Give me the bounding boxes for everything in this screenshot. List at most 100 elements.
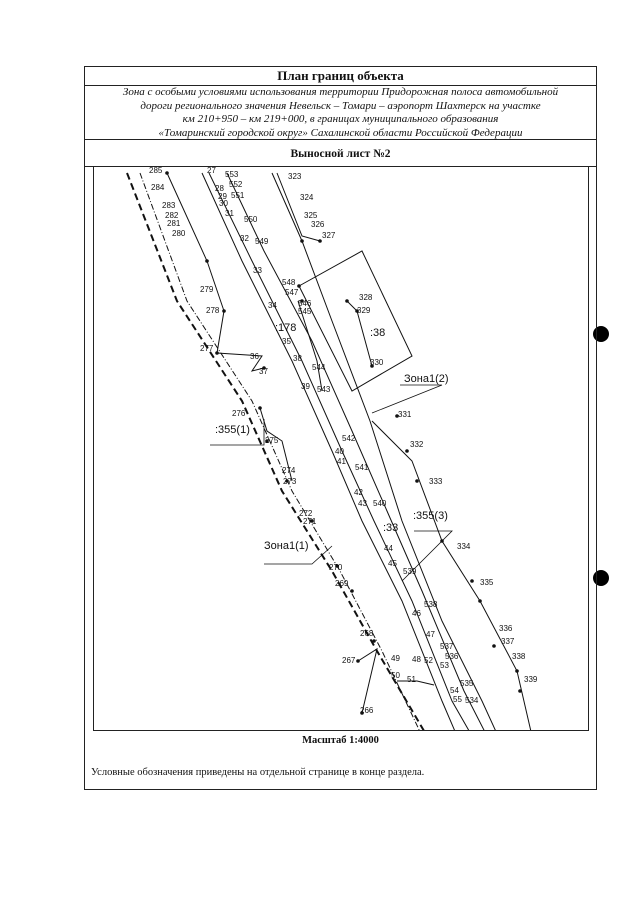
boundary-point — [405, 449, 409, 453]
point-label: 542 — [342, 434, 356, 443]
point-label: 272 — [299, 509, 313, 518]
point-label: 328 — [359, 293, 373, 302]
zone-label: :33 — [383, 522, 398, 534]
point-label: 280 — [172, 229, 186, 238]
point-label: 332 — [410, 440, 424, 449]
zone-boundary-dashed — [126, 172, 425, 730]
point-label: 46 — [412, 609, 421, 618]
point-label: 32 — [240, 234, 249, 243]
boundary-point — [265, 439, 269, 443]
boundary-point — [515, 669, 519, 673]
point-label: 335 — [480, 578, 494, 587]
point-label: 333 — [429, 477, 443, 486]
boundary-point — [360, 711, 364, 715]
boundary-point — [415, 479, 419, 483]
boundary-point — [165, 171, 169, 175]
point-label: 45 — [388, 559, 397, 568]
boundary-point — [372, 639, 376, 643]
boundary-point — [355, 309, 359, 313]
boundary-point — [478, 599, 482, 603]
point-label: 538 — [424, 600, 438, 609]
subtitle-line: Зона с особыми условиями использования т… — [122, 86, 559, 98]
point-label: 275 — [265, 436, 279, 445]
point-label: 334 — [457, 542, 471, 551]
point-label: 330 — [370, 358, 384, 367]
point-label: 50 — [391, 671, 400, 680]
point-label: 545 — [298, 307, 312, 316]
point-label: 323 — [288, 172, 302, 181]
point-label: 324 — [300, 193, 314, 202]
point-label: 282 — [165, 211, 179, 220]
leader-line — [401, 530, 453, 582]
boundary-point — [440, 539, 444, 543]
legend-note: Условные обозначения приведены на отдель… — [91, 767, 425, 778]
point-label: 339 — [524, 675, 538, 684]
boundary-point — [350, 589, 354, 593]
point-label: 268 — [360, 629, 374, 638]
point-label: 552 — [229, 180, 243, 189]
binder-hole-top — [593, 326, 609, 342]
zone-boundary-dashdot — [139, 172, 420, 730]
parcel-line — [271, 172, 496, 730]
point-label: 270 — [329, 563, 343, 572]
boundary-point — [318, 239, 322, 243]
zone-label: Зона1(1) — [264, 540, 309, 552]
point-label: 278 — [206, 306, 220, 315]
point-label: 39 — [301, 382, 310, 391]
parcel-line — [371, 420, 532, 730]
point-label: 40 — [335, 447, 344, 456]
boundary-point — [335, 564, 339, 568]
point-label: 535 — [460, 679, 474, 688]
boundary-point — [300, 239, 304, 243]
point-label: 273 — [283, 477, 297, 486]
subtitle-line: дороги регионального значения Невельск –… — [140, 99, 541, 112]
point-label: 540 — [373, 499, 387, 508]
point-label: 51 — [407, 675, 416, 684]
boundary-point — [356, 659, 360, 663]
boundary-point — [370, 364, 374, 368]
boundary-point — [297, 284, 301, 288]
boundary-point — [395, 414, 399, 418]
scale-label: Масштаб 1:4000 — [302, 735, 379, 746]
boundary-point — [222, 309, 226, 313]
point-label: 326 — [311, 220, 325, 229]
point-label: 47 — [426, 630, 435, 639]
point-label: 52 — [424, 656, 433, 665]
plan-subtitle: Зона с особыми условиями использования т… — [85, 85, 596, 140]
point-label: 267 — [342, 656, 356, 665]
binder-hole-bottom — [593, 570, 609, 586]
boundary-point — [470, 579, 474, 583]
point-label: 27 — [207, 166, 216, 175]
point-label: 33 — [253, 266, 262, 275]
boundary-point — [518, 689, 522, 693]
point-label: 38 — [293, 354, 302, 363]
point-label: 539 — [403, 567, 417, 576]
point-label: 283 — [162, 201, 176, 210]
plan-title: План границ объекта — [85, 67, 596, 86]
point-label: 548 — [282, 278, 296, 287]
parcel-line — [216, 352, 265, 372]
point-label: 549 — [255, 237, 269, 246]
zone-label: :178 — [275, 322, 296, 334]
point-label: 541 — [355, 463, 369, 472]
point-label: 29 — [218, 192, 227, 201]
parcel-line — [259, 407, 293, 482]
point-label: 274 — [282, 466, 296, 475]
point-label: 553 — [225, 170, 239, 179]
parcel-line — [226, 172, 485, 730]
point-label: 284 — [151, 183, 165, 192]
point-label: 331 — [398, 410, 412, 419]
boundary-point — [258, 406, 262, 410]
point-label: 337 — [501, 637, 515, 646]
parcel-line — [397, 680, 435, 686]
point-label: 536 — [445, 652, 459, 661]
point-label: 325 — [304, 211, 318, 220]
point-label: 537 — [440, 642, 454, 651]
point-label: 43 — [358, 499, 367, 508]
point-label: 544 — [312, 363, 326, 372]
boundary-point — [285, 479, 289, 483]
point-label: 271 — [303, 517, 317, 526]
point-label: 41 — [337, 457, 346, 466]
boundary-point — [300, 299, 304, 303]
